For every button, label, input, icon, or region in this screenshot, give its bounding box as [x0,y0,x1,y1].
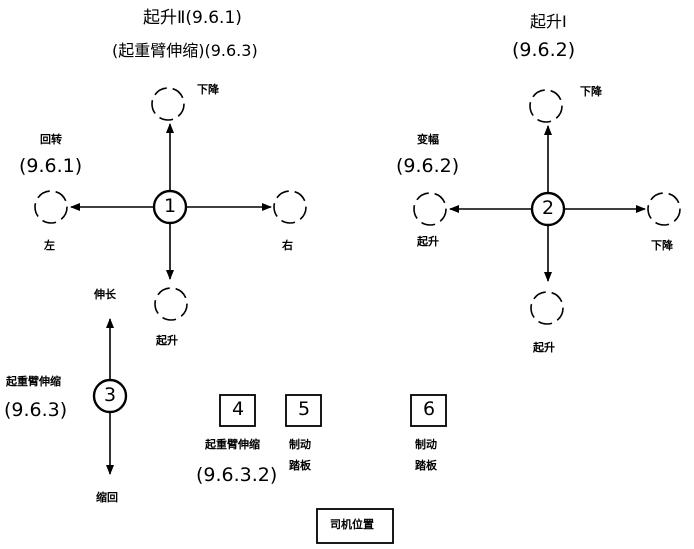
pedal-5-label-1: 制动 [289,438,311,451]
pedal-5-box [285,394,322,427]
control-1-pos-up [151,87,185,121]
control-2-left-ref: (9.6.2) [396,155,460,177]
control-2-pos-up [529,89,563,123]
pedal-6-label-1: 制动 [415,438,437,451]
control-3-up-label: 伸长 [94,288,116,301]
control-3-left-ref: (9.6.3) [4,399,68,421]
driver-seat-label: 司机位置 [330,518,374,531]
control-3 [92,318,128,475]
control-1-right-bottom: 右 [282,239,293,252]
control-1-up-label: 下降 [197,83,219,96]
control-1-pos-left [34,190,68,224]
control-3-left-title: 起重臂伸缩 [6,375,61,388]
control-2-pos-left [413,192,447,226]
control-2-left-title: 变幅 [417,133,439,146]
pedal-5-number: 5 [298,398,311,420]
control-1-top-label: 起升Ⅱ(9.6.1) [143,8,242,28]
pedal-4-ref: (9.6.3.2) [196,464,278,486]
pedal-5-label-2: 踏板 [289,459,311,472]
control-1-left-bottom: 左 [44,239,55,252]
control-2-pos-right [647,192,681,226]
control-3-number: 3 [104,384,117,406]
control-1-left-ref: (9.6.1) [19,155,83,177]
pedal-6-number: 6 [423,398,436,420]
pedal-4-number: 4 [232,398,245,420]
control-2 [413,89,681,325]
control-1-knob [152,189,188,225]
control-2-pos-down [530,291,564,325]
pedal-6-label-2: 踏板 [415,459,437,472]
control-1-pos-right [273,190,307,224]
control-2-top-ref: (9.6.2) [512,39,576,61]
control-2-left-bottom: 起升 [417,235,439,248]
pedal-4-label: 起重臂伸缩 [205,438,260,451]
control-2-right-bottom: 下降 [651,239,673,252]
control-1 [34,87,307,321]
pedal-6-box [410,394,447,427]
control-1-top-label-2: (起重臂伸缩)(9.6.3) [112,41,258,60]
control-2-knob [530,191,566,227]
control-1-down-label: 起升 [156,334,178,347]
control-2-top-title: 起升Ⅰ [530,12,567,31]
driver-seat-box [316,508,394,544]
control-2-number: 2 [542,197,555,219]
control-1-left-title: 回转 [40,133,62,146]
control-2-down-label: 起升 [533,341,555,354]
pedal-4-box [219,394,256,427]
control-1-pos-down [154,287,188,321]
control-2-up-label: 下降 [580,85,602,98]
control-3-down-label: 缩回 [96,491,118,504]
control-3-knob [92,378,128,414]
control-1-number: 1 [164,195,177,217]
